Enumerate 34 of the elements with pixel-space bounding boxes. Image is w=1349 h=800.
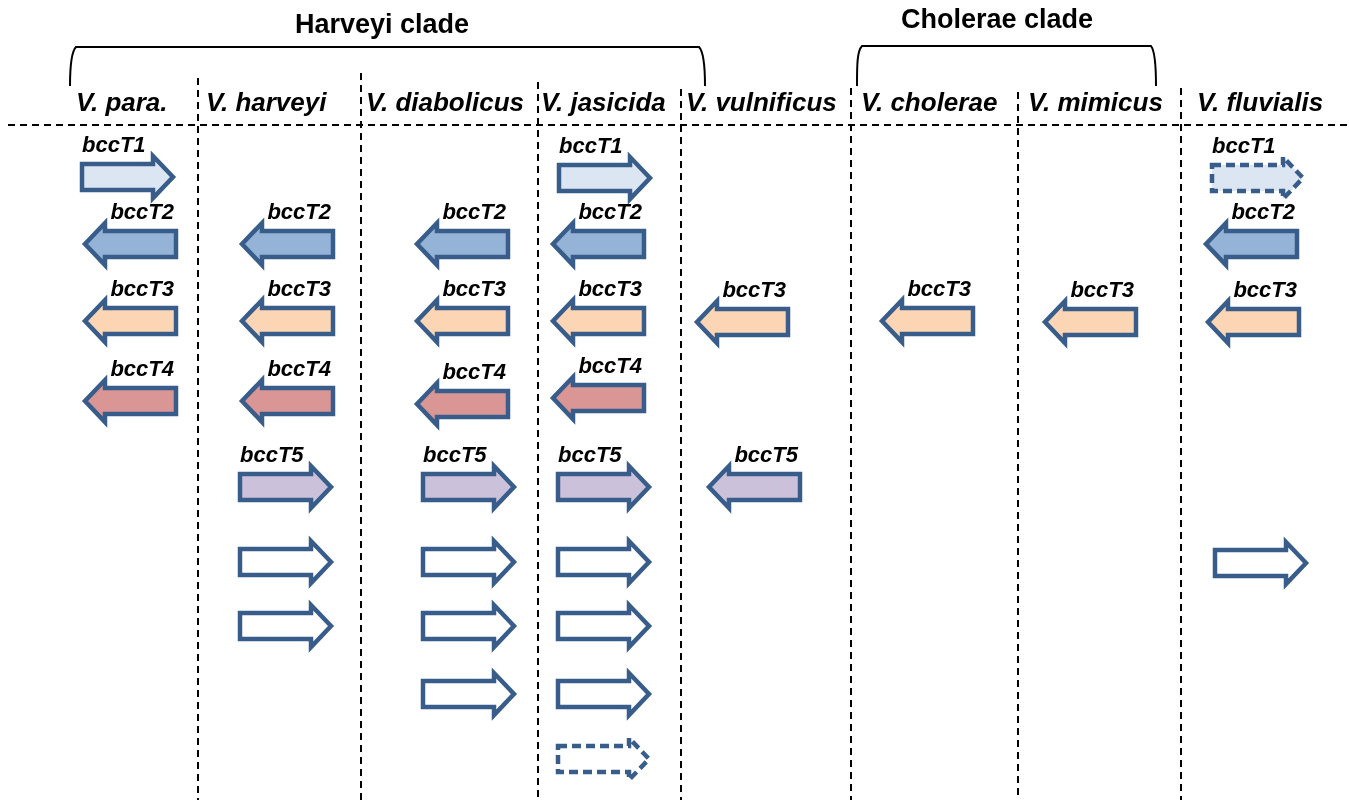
species-name: V. cholerae xyxy=(861,89,998,115)
species-name: V. harveyi xyxy=(206,89,327,115)
gene-label: bccT3 xyxy=(1233,279,1297,301)
gene-label: bccT2 xyxy=(442,201,506,223)
species-name: V. fluvialis xyxy=(1197,89,1324,115)
clade-title: Cholerae clade xyxy=(900,6,1094,33)
gene-label: bccT2 xyxy=(1231,201,1295,223)
gene-label: bccT3 xyxy=(907,278,971,300)
gene-label: bccT5 xyxy=(558,444,622,466)
gene-label: bccT1 xyxy=(559,135,623,157)
gene-label: bccT1 xyxy=(82,134,146,156)
gene-label: bccT5 xyxy=(423,444,487,466)
gene-label: bccT1 xyxy=(1212,135,1276,157)
species-name: V. mimicus xyxy=(1028,89,1163,115)
gene-label: bccT3 xyxy=(1070,279,1134,301)
clade-title: Harveyi clade xyxy=(294,11,470,38)
gene-label: bccT4 xyxy=(578,355,642,377)
gene-label: bccT2 xyxy=(110,201,174,223)
gene-label: bccT3 xyxy=(267,278,331,300)
gene-label: bccT4 xyxy=(442,361,506,383)
gene-label: bccT5 xyxy=(734,444,798,466)
species-name: V. vulnificus xyxy=(686,89,837,115)
species-name: V. para. xyxy=(76,89,168,115)
gene-label: bccT3 xyxy=(578,278,642,300)
gene-label: bccT4 xyxy=(267,358,331,380)
gene-label: bccT4 xyxy=(110,358,174,380)
gene-label: bccT3 xyxy=(110,278,174,300)
gene-label: bccT2 xyxy=(578,201,642,223)
species-name: V. jasicida xyxy=(541,89,666,115)
gene-label: bccT5 xyxy=(240,444,304,466)
gene-label: bccT2 xyxy=(267,201,331,223)
gene-label: bccT3 xyxy=(442,278,506,300)
species-name: V. diabolicus xyxy=(366,89,524,115)
gene-label: bccT3 xyxy=(722,279,786,301)
